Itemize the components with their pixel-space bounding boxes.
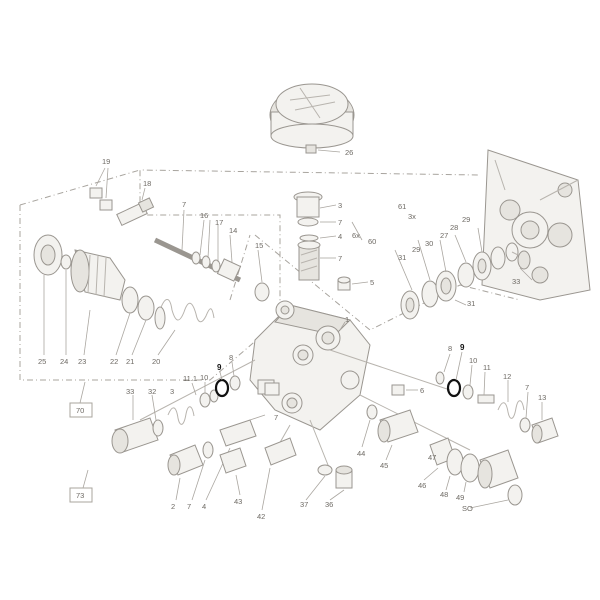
part-label-49: 49 [456,493,464,502]
part-label-21: 21 [126,357,134,366]
part-label-7: 7 [182,200,186,209]
part-label-7: 7 [338,254,342,263]
part-label-25: 25 [38,357,46,366]
part-label-30: 30 [425,239,433,248]
part-label-46: 46 [418,481,426,490]
part-label-23: 23 [78,357,86,366]
part-label-29: 29 [412,245,420,254]
part-label-4: 4 [202,502,206,511]
part-label-50: SO [462,504,473,513]
part-label-3: 3 [338,201,342,210]
part-label-9-highlighted: 9 [460,343,465,352]
part-label-10: 10 [469,356,477,365]
highlighted-seal-right [446,378,462,398]
part-label-18: 18 [143,179,151,188]
part-label-6x: 6x [352,231,360,240]
assembly-outline-left [19,169,481,381]
plug-5 [337,276,369,291]
part-label-47: 47 [428,453,436,462]
part-label-44: 44 [357,449,365,458]
part-label-31: 31 [398,253,406,262]
valve-stack-center [293,191,363,281]
part-label-29: 29 [462,215,470,224]
part-label-12: 12 [503,372,511,381]
motor-flange [481,149,591,301]
inlet-group-left [111,361,297,511]
part-label-28: 28 [450,223,458,232]
pressure-gauge [269,83,355,154]
piston-seal-set [394,227,533,320]
part-label-17: 17 [215,218,223,227]
part-label-15: 15 [255,241,263,250]
part-label-24: 24 [60,357,68,366]
part-label-16: 16 [200,211,208,220]
highlighted-seal-left [214,378,230,398]
manifold-block [249,300,371,431]
unloader-group-left [33,167,270,356]
valve-group-right [435,351,559,444]
part-label-1: 1 [345,315,349,324]
assembly-outline-main [229,234,521,331]
outlet-group-right [361,384,523,509]
part-label-11-1: 11.1 [183,374,197,383]
part-label-6: 6 [420,386,424,395]
part-label-9-highlighted: 9 [217,363,222,372]
part-label-20: 20 [152,357,160,366]
part-label-26: 26 [345,148,353,157]
part-label-27: 27 [440,231,448,240]
part-label-19: 19 [102,157,110,166]
part-label-73: 73 [76,491,84,500]
part-label-8: 8 [229,353,233,362]
part-label-36: 36 [325,500,333,509]
part-label-33: 33 [126,387,134,396]
part-label-10: 10 [200,373,208,382]
part-label-2: 2 [171,502,175,511]
part-label-32: 32 [148,387,156,396]
part-label-60: 60 [368,237,376,246]
part-label-7: 7 [274,413,278,422]
part-label-7: 7 [187,502,191,511]
part-label-7: 7 [525,383,529,392]
part-label-33: 33 [512,277,520,286]
part-label-37: 37 [300,500,308,509]
part-label-70: 70 [76,406,84,415]
part-label-61: 61 [398,202,406,211]
part-label-13: 13 [538,393,546,402]
part-label-31: 31 [467,299,475,308]
reference-box-70 [69,402,93,418]
part-label-48: 48 [440,490,448,499]
part-label-11: 11 [483,363,491,372]
part-label-4: 4 [338,232,342,241]
part-label-3: 3 [170,387,174,396]
part-label-5: 5 [370,278,374,287]
outlet-fittings-bottom [305,464,353,501]
part-label-22: 22 [110,357,118,366]
reference-box-73 [69,487,93,503]
part-label-43: 43 [234,497,242,506]
part-label-3x: 3x [408,212,416,221]
part-label-8: 8 [448,344,452,353]
part-label-14: 14 [229,226,237,235]
part-label-7: 7 [338,218,342,227]
part-label-45: 45 [380,461,388,470]
part-label-42: 42 [257,512,265,521]
